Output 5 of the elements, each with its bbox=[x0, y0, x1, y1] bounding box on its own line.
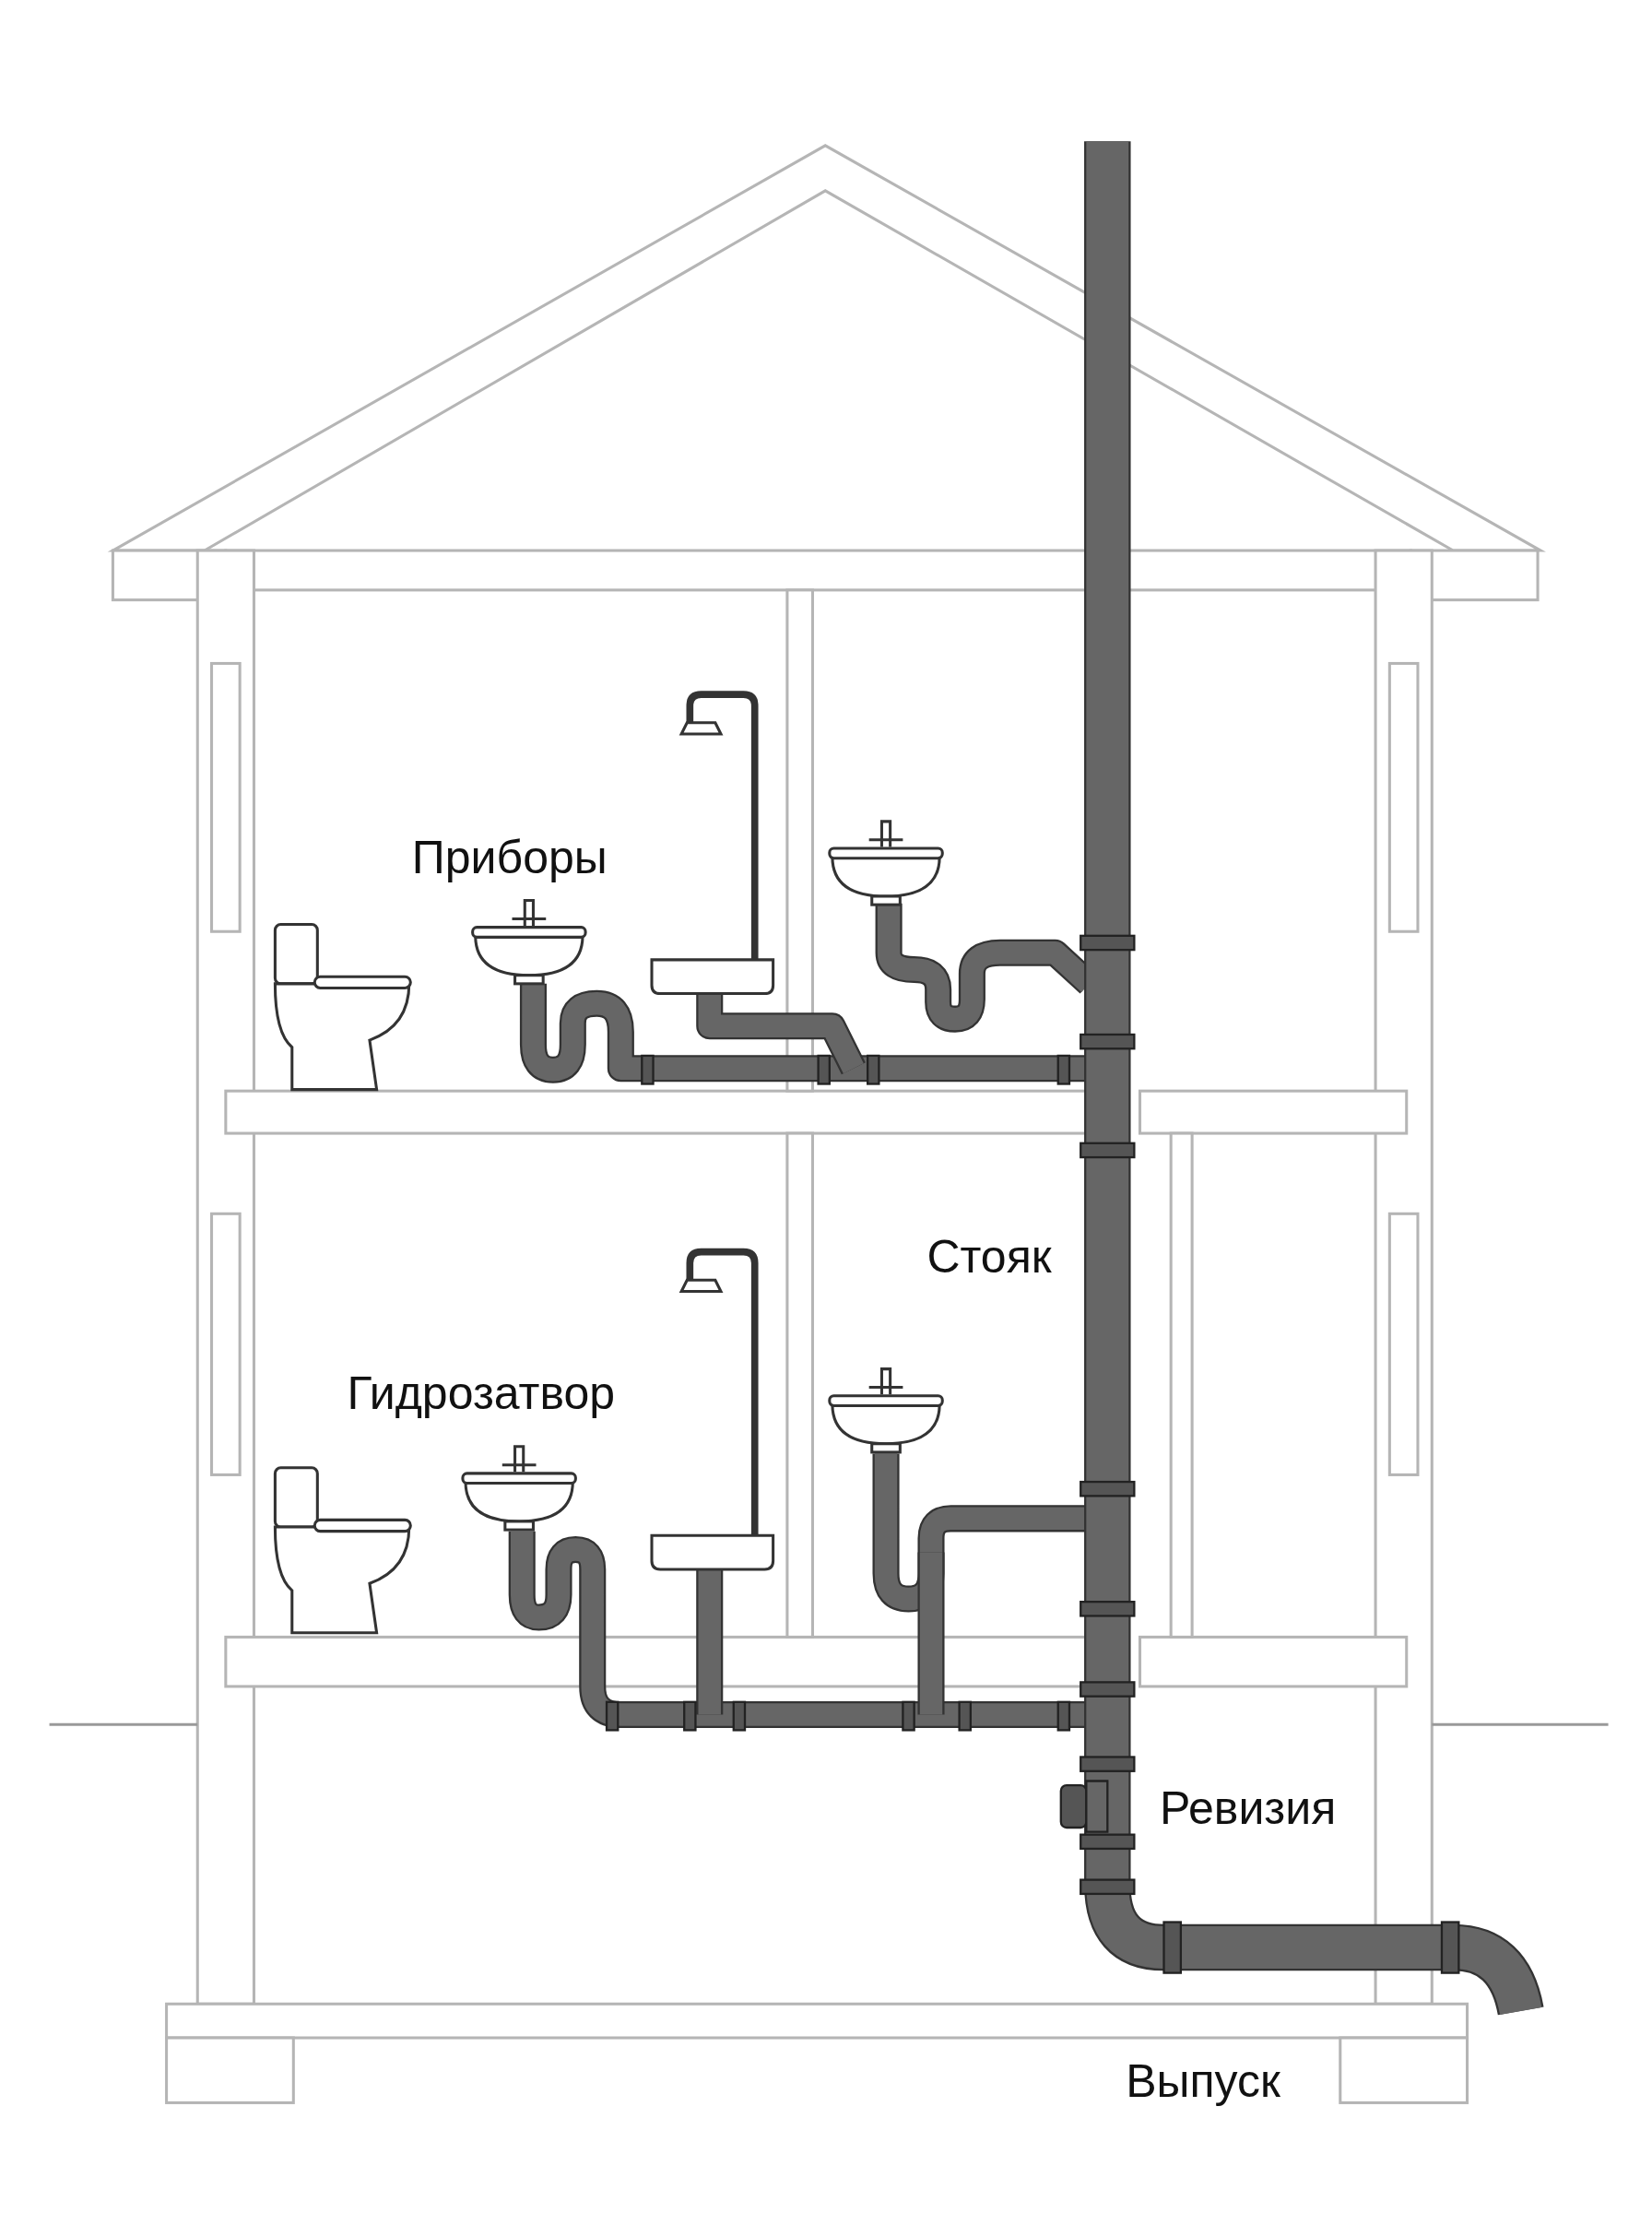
riser-label: Стояк bbox=[926, 1231, 1052, 1283]
cleanout-label: Ревизия bbox=[1159, 1783, 1337, 1835]
fixtures-label: Приборы bbox=[411, 832, 608, 883]
outlet-label: Выпуск bbox=[1126, 2055, 1280, 2107]
water-seal-label: Гидрозатвор bbox=[347, 1368, 616, 1420]
